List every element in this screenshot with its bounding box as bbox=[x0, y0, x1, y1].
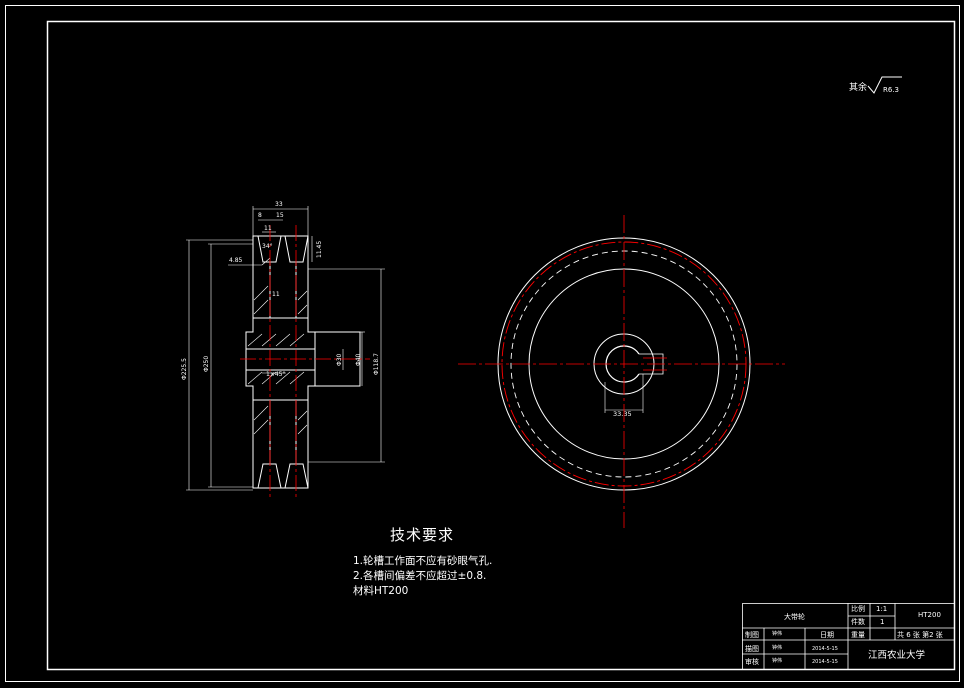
part-name: 大带轮 bbox=[784, 613, 805, 621]
front-centerlines bbox=[458, 215, 785, 528]
dim-web-thickness: 11 bbox=[272, 291, 280, 298]
scale-value: 1:1 bbox=[876, 605, 888, 613]
title-block-grid bbox=[742, 603, 955, 670]
dim-groove-depth: 11.45 bbox=[316, 241, 323, 258]
sheet-info: 共 6 张 第2 张 bbox=[897, 631, 943, 639]
reviewed-by-label: 审核 bbox=[745, 658, 759, 666]
count-label: 件数 bbox=[851, 618, 865, 626]
front-view: 33.35 bbox=[458, 215, 785, 528]
roughness-value: R6.3 bbox=[883, 86, 899, 94]
scale-label: 比例 bbox=[851, 605, 865, 613]
date-1: 2014-5-15 bbox=[812, 646, 838, 652]
tech-req-item-1: 1.轮槽工作面不应有砂眼气孔. bbox=[353, 555, 493, 567]
weight-label: 重量 bbox=[851, 631, 865, 639]
date-2: 2014-5-15 bbox=[812, 659, 838, 665]
school-name: 江西农业大学 bbox=[868, 650, 926, 661]
dim-groove-pitch: 15 bbox=[276, 212, 284, 219]
dim-chamfer: 1×45° bbox=[266, 371, 285, 378]
dim-groove-radius: 4.85 bbox=[229, 257, 243, 264]
section-centerlines bbox=[240, 225, 370, 500]
outer-border bbox=[5, 5, 960, 682]
title-block: 大带轮 比例 1:1 件数 1 HT200 重量 共 6 张 第2 张 制图 钟… bbox=[742, 603, 954, 669]
dim-pitch-diameter: Φ250 bbox=[203, 356, 210, 372]
dim-groove-angle: 34° bbox=[262, 243, 273, 250]
dim-keyway-depth: 33.35 bbox=[613, 410, 632, 418]
dim-hub-outer: Φ40 bbox=[355, 353, 362, 366]
tech-req-title: 技术要求 bbox=[390, 526, 455, 544]
dim-groove-edge: 8 bbox=[258, 212, 262, 219]
date-label: 日期 bbox=[820, 631, 834, 639]
roughness-label: 其余 bbox=[849, 81, 867, 93]
tech-req-material: 材料HT200 bbox=[353, 585, 409, 597]
dim-bore-diameter: Φ30 bbox=[336, 353, 343, 366]
material: HT200 bbox=[918, 611, 941, 619]
checked-by: 钟伟 bbox=[772, 645, 783, 651]
dim-outer-diameter: Φ225.5 bbox=[181, 358, 188, 380]
inner-border bbox=[46, 20, 956, 671]
drawn-by: 钟伟 bbox=[772, 631, 783, 637]
dim-groove-top: 11 bbox=[264, 225, 272, 232]
tech-req-item-2: 2.各槽间偏差不应超过±0.8. bbox=[353, 570, 487, 582]
technical-requirements: 技术要求 1.轮槽工作面不应有砂眼气孔. 2.各槽间偏差不应超过±0.8. 材料… bbox=[353, 524, 492, 599]
count-value: 1 bbox=[880, 618, 885, 626]
roughness-symbol: 其余 R6.3 bbox=[849, 76, 902, 94]
checked-by-label: 描图 bbox=[745, 645, 759, 653]
drawn-by-label: 制图 bbox=[745, 631, 759, 639]
section-view bbox=[186, 206, 385, 491]
dim-hub-diameter: Φ118.7 bbox=[373, 353, 380, 375]
dim-overall-width: 33 bbox=[275, 201, 283, 208]
reviewed-by: 钟伟 bbox=[772, 658, 783, 664]
